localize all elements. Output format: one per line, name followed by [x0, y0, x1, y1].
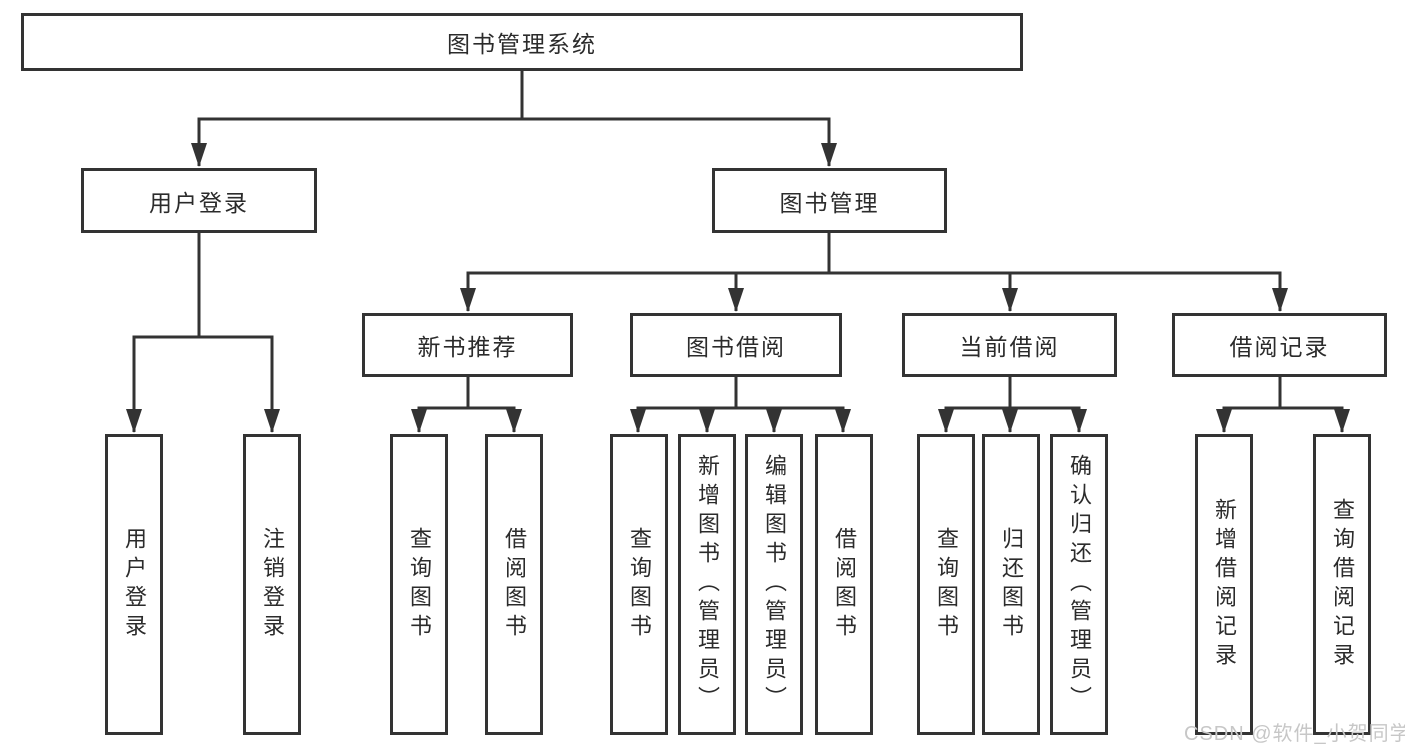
node-root: 图书管理系统 [21, 13, 1023, 71]
node-current-borrow: 当前借阅 [902, 313, 1117, 377]
leaf-confirm-return-admin-label: 确认归还（管理员） [1067, 454, 1092, 715]
leaf-return-books-label: 归还图书 [999, 526, 1024, 643]
connectors-book-borrow [630, 377, 851, 433]
leaf-logout: 注销登录 [243, 434, 301, 735]
leaf-user-login: 用户登录 [105, 434, 163, 735]
node-user-login-label: 用户登录 [149, 189, 249, 216]
leaf-add-books-admin-label: 新增图书（管理员） [695, 454, 720, 715]
node-root-label: 图书管理系统 [447, 31, 597, 57]
leaf-query-books-current-label: 查询图书 [934, 526, 959, 643]
leaf-query-books-current: 查询图书 [917, 434, 975, 735]
csdn-watermark: CSDN @软件_小贺同学 [1184, 723, 1405, 745]
leaf-query-books-recommend-label: 查询图书 [407, 526, 432, 643]
node-book-borrow-label: 图书借阅 [686, 334, 786, 360]
leaf-query-borrow-record: 查询借阅记录 [1313, 434, 1371, 735]
leaf-borrow-books-recommend-label: 借阅图书 [502, 526, 527, 643]
leaf-add-borrow-record: 新增借阅记录 [1195, 434, 1253, 735]
connectors-root [191, 70, 837, 167]
leaf-query-books-borrow-label: 查询图书 [627, 526, 652, 643]
node-current-borrow-label: 当前借阅 [959, 334, 1060, 360]
leaf-query-books-borrow: 查询图书 [610, 434, 668, 735]
connectors-current-borrow [938, 377, 1087, 433]
node-book-management-label: 图书管理 [779, 189, 880, 216]
connectors-borrow-records [1216, 377, 1350, 433]
connectors-user-login [126, 233, 280, 433]
leaf-user-login-label: 用户登录 [122, 526, 147, 643]
leaf-edit-books-admin-label: 编辑图书（管理员） [762, 454, 787, 715]
connectors-new-book-recommend [411, 377, 522, 433]
node-book-management: 图书管理 [712, 168, 947, 233]
leaf-borrow-books-recommend: 借阅图书 [485, 434, 543, 735]
node-book-borrow: 图书借阅 [630, 313, 842, 377]
node-new-book-recommend-label: 新书推荐 [417, 334, 518, 360]
leaf-confirm-return-admin: 确认归还（管理员） [1050, 434, 1108, 735]
connectors-book-management [460, 233, 1288, 312]
leaf-add-borrow-record-label: 新增借阅记录 [1212, 497, 1237, 672]
node-user-login: 用户登录 [81, 168, 317, 233]
leaf-borrow-books-label: 借阅图书 [832, 526, 857, 643]
leaf-query-borrow-record-label: 查询借阅记录 [1330, 497, 1355, 672]
leaf-edit-books-admin: 编辑图书（管理员） [745, 434, 803, 735]
node-new-book-recommend: 新书推荐 [362, 313, 573, 377]
node-borrow-records: 借阅记录 [1172, 313, 1387, 377]
leaf-add-books-admin: 新增图书（管理员） [678, 434, 736, 735]
leaf-query-books-recommend: 查询图书 [390, 434, 448, 735]
leaf-logout-label: 注销登录 [260, 526, 285, 643]
node-borrow-records-label: 借阅记录 [1229, 334, 1330, 360]
leaf-return-books: 归还图书 [982, 434, 1040, 735]
leaf-borrow-books: 借阅图书 [815, 434, 873, 735]
